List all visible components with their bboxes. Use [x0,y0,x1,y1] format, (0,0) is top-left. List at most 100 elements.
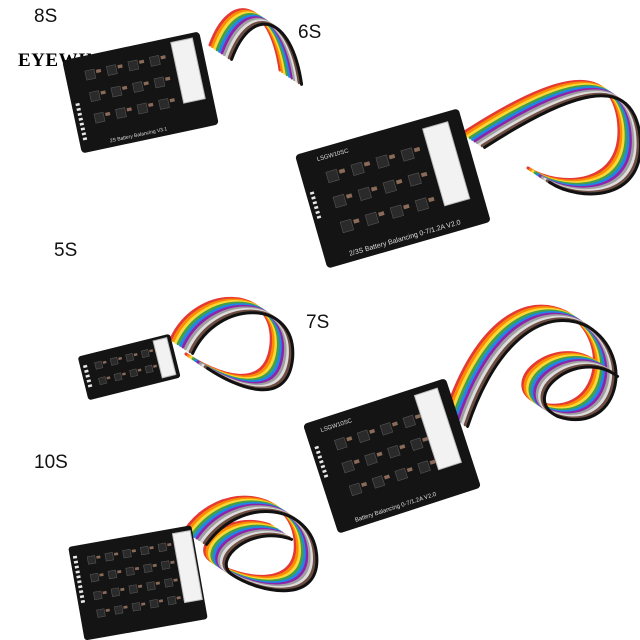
resistor [121,372,126,376]
chip [125,353,135,362]
chip [149,598,159,609]
wire [454,310,608,420]
wire [468,84,628,186]
resistor [346,436,353,442]
wires-10s [183,495,319,593]
led [84,369,89,373]
led [320,464,326,469]
resistor [176,596,181,600]
wire [473,87,633,189]
resistor [153,364,158,368]
wire [446,306,600,416]
resistor [95,68,102,74]
resistor [422,436,429,442]
resistor [388,154,396,160]
chip [94,360,104,370]
chip [153,76,166,89]
wires-6s [461,79,640,196]
chip [146,581,156,591]
led [87,384,93,388]
chip [122,548,132,559]
resistor [160,55,166,60]
label-7s: 7S [306,312,330,333]
resistor [133,353,138,357]
chip [89,90,101,102]
resistor [167,542,172,547]
led [75,570,80,574]
led [81,132,87,136]
chip [132,81,144,93]
led [85,374,90,378]
chip [375,154,390,169]
led [313,205,319,210]
resistor [170,560,175,565]
resistor [338,168,346,174]
resistor [99,573,104,577]
led [80,599,86,604]
led [77,580,82,584]
board-8s-image: 2S Battery Balancing V3.1 [62,8,304,153]
resistor [120,587,125,592]
board-10s-image [68,495,319,640]
chip [160,560,171,570]
chip [357,186,372,201]
wire [461,315,615,425]
resistor [117,64,123,69]
wire [230,22,304,86]
led [72,555,78,559]
wire [478,91,638,193]
label-5s: 5S [54,240,78,261]
wire [456,312,610,422]
chip [409,437,424,452]
chip [400,147,415,162]
resistor [353,459,360,465]
led [82,364,88,369]
resistor [363,161,371,167]
led [311,196,316,200]
resistor [155,581,160,585]
wire [463,81,623,183]
resistor [149,349,154,353]
chip [128,584,138,594]
wire [451,309,605,419]
resistor [353,218,360,224]
resistor [369,428,376,434]
resistor [395,179,403,185]
resistor [143,81,149,86]
resistor [378,211,385,217]
resistor [158,599,164,603]
resistor [104,111,111,117]
resistor [164,76,171,81]
wire [205,510,319,593]
chip [389,204,405,219]
resistor [102,590,107,595]
resistor [361,481,368,487]
resistor [428,196,435,203]
chip [113,605,124,615]
resistor [406,467,413,473]
led [78,590,84,594]
led [316,215,322,219]
chip [382,179,397,194]
resistor [420,171,428,178]
resistor [376,451,383,457]
led [76,575,81,579]
wires-7s [444,304,620,428]
resistor [391,421,398,427]
chip [348,482,363,497]
resistor [106,376,111,380]
wire [449,307,603,417]
resistor [370,186,378,192]
resistor [152,563,157,568]
chip [131,602,142,612]
chip [110,85,123,98]
resistor [148,102,154,107]
chip [93,590,103,601]
resistor [118,356,123,361]
wire [471,86,631,188]
chip [394,467,408,482]
wire [458,314,612,424]
led [86,379,92,383]
chip [113,372,123,382]
wire [461,79,621,181]
